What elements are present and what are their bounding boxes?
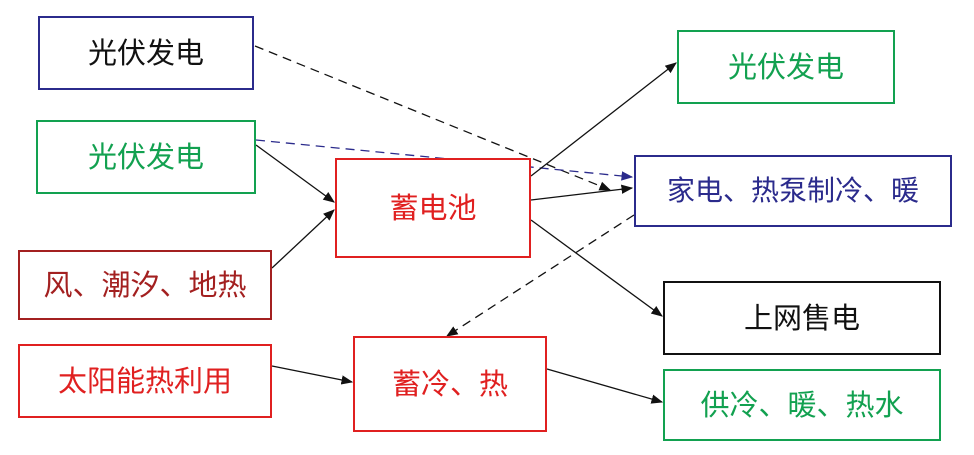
pv-source-box-navy: 光伏发电 bbox=[38, 16, 254, 90]
arrow-battery-to-grid-sale bbox=[530, 219, 663, 317]
solar-thermal-box: 太阳能热利用 bbox=[18, 344, 272, 418]
appliances-heat-pump-box: 家电、热泵制冷、暖 bbox=[634, 155, 952, 227]
arrow-cold-heat-storage-to-supply bbox=[546, 368, 664, 404]
cold-heat-storage-box: 蓄冷、热 bbox=[353, 336, 547, 432]
battery-storage-box: 蓄电池 bbox=[335, 158, 531, 258]
arrow-wind-tidal-geo-to-battery bbox=[271, 209, 335, 269]
arrow-solar-thermal-to-cold-heat-storage bbox=[271, 365, 354, 385]
grid-sale-box: 上网售电 bbox=[663, 281, 941, 355]
cooling-heating-hotwater-supply-box: 供冷、暖、热水 bbox=[663, 369, 941, 441]
pv-source-box-green: 光伏发电 bbox=[36, 120, 256, 194]
pv-output-box-green: 光伏发电 bbox=[677, 30, 895, 104]
arrow-battery-to-appliances bbox=[530, 184, 634, 201]
arrow-pv-green-left-to-battery bbox=[255, 144, 335, 203]
arrow-appliances-to-cold-heat-storage bbox=[446, 214, 635, 337]
wind-tidal-geothermal-box: 风、潮汐、地热 bbox=[18, 250, 272, 320]
arrow-battery-to-pv-right bbox=[530, 62, 677, 177]
arrow-pv-top-left-to-appliances bbox=[254, 45, 612, 191]
